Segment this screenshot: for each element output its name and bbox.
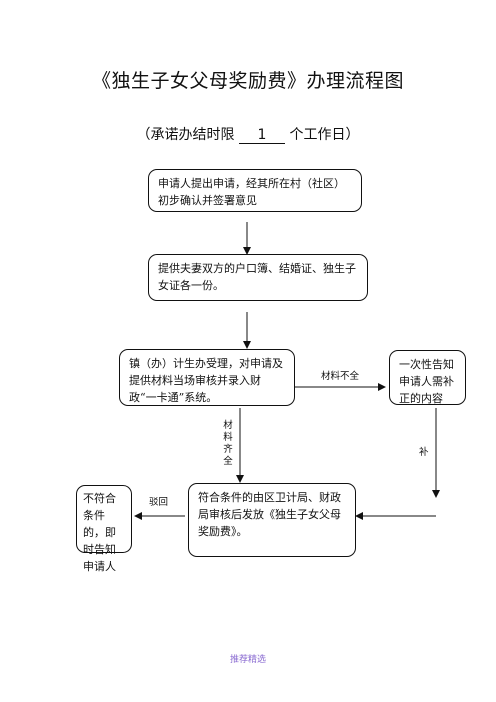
page-title: 《独生子女父母奖励费》办理流程图 bbox=[91, 70, 404, 92]
step-notify-once: 一次性告知申请人需补正的内容 bbox=[389, 350, 466, 405]
label-materials-incomplete: 材料不全 bbox=[321, 371, 360, 382]
time-limit-prefix: （承诺办结时限 bbox=[136, 127, 235, 143]
time-limit-note: （承诺办结时限 1 个工作日） bbox=[0, 124, 496, 144]
step-approve-issue-text: 符合条件的由区卫计局、财政局审核后发放《独生子女父母奖励费》。 bbox=[198, 491, 341, 538]
step-town-accept: 镇（办）计生办受理，对申请及提供材料当场审核并录入财政“一卡通”系统。 bbox=[119, 349, 295, 406]
footer-note: 推荐精选 bbox=[229, 655, 266, 665]
step-provide-docs-text: 提供夫妻双方的户口簿、结婚证、独生子女证各一份。 bbox=[158, 262, 356, 292]
label-materials-complete: 材料齐全 bbox=[223, 420, 233, 467]
time-limit-days: 1 bbox=[239, 127, 285, 144]
step-approve-issue: 符合条件的由区卫计局、财政局审核后发放《独生子女父母奖励费》。 bbox=[188, 483, 356, 557]
label-supplement: 补 bbox=[419, 447, 429, 458]
step-reject-notify-text: 不符合条件的，即时告知申请人 bbox=[83, 492, 116, 573]
step-notify-once-text: 一次性告知申请人需补正的内容 bbox=[399, 358, 454, 405]
step-town-accept-text: 镇（办）计生办受理，对申请及提供材料当场审核并录入财政“一卡通”系统。 bbox=[129, 357, 283, 404]
step-apply: 申请人提出申请，经其所在村（社区）初步确认并签署意见 bbox=[148, 169, 362, 212]
step-apply-text: 申请人提出申请，经其所在村（社区）初步确认并签署意见 bbox=[158, 177, 345, 207]
label-rejected: 驳回 bbox=[149, 497, 169, 508]
time-limit-suffix: 个工作日） bbox=[289, 127, 360, 143]
step-provide-docs: 提供夫妻双方的户口簿、结婚证、独生子女证各一份。 bbox=[148, 254, 368, 301]
step-reject-notify: 不符合条件的，即时告知申请人 bbox=[76, 485, 132, 573]
